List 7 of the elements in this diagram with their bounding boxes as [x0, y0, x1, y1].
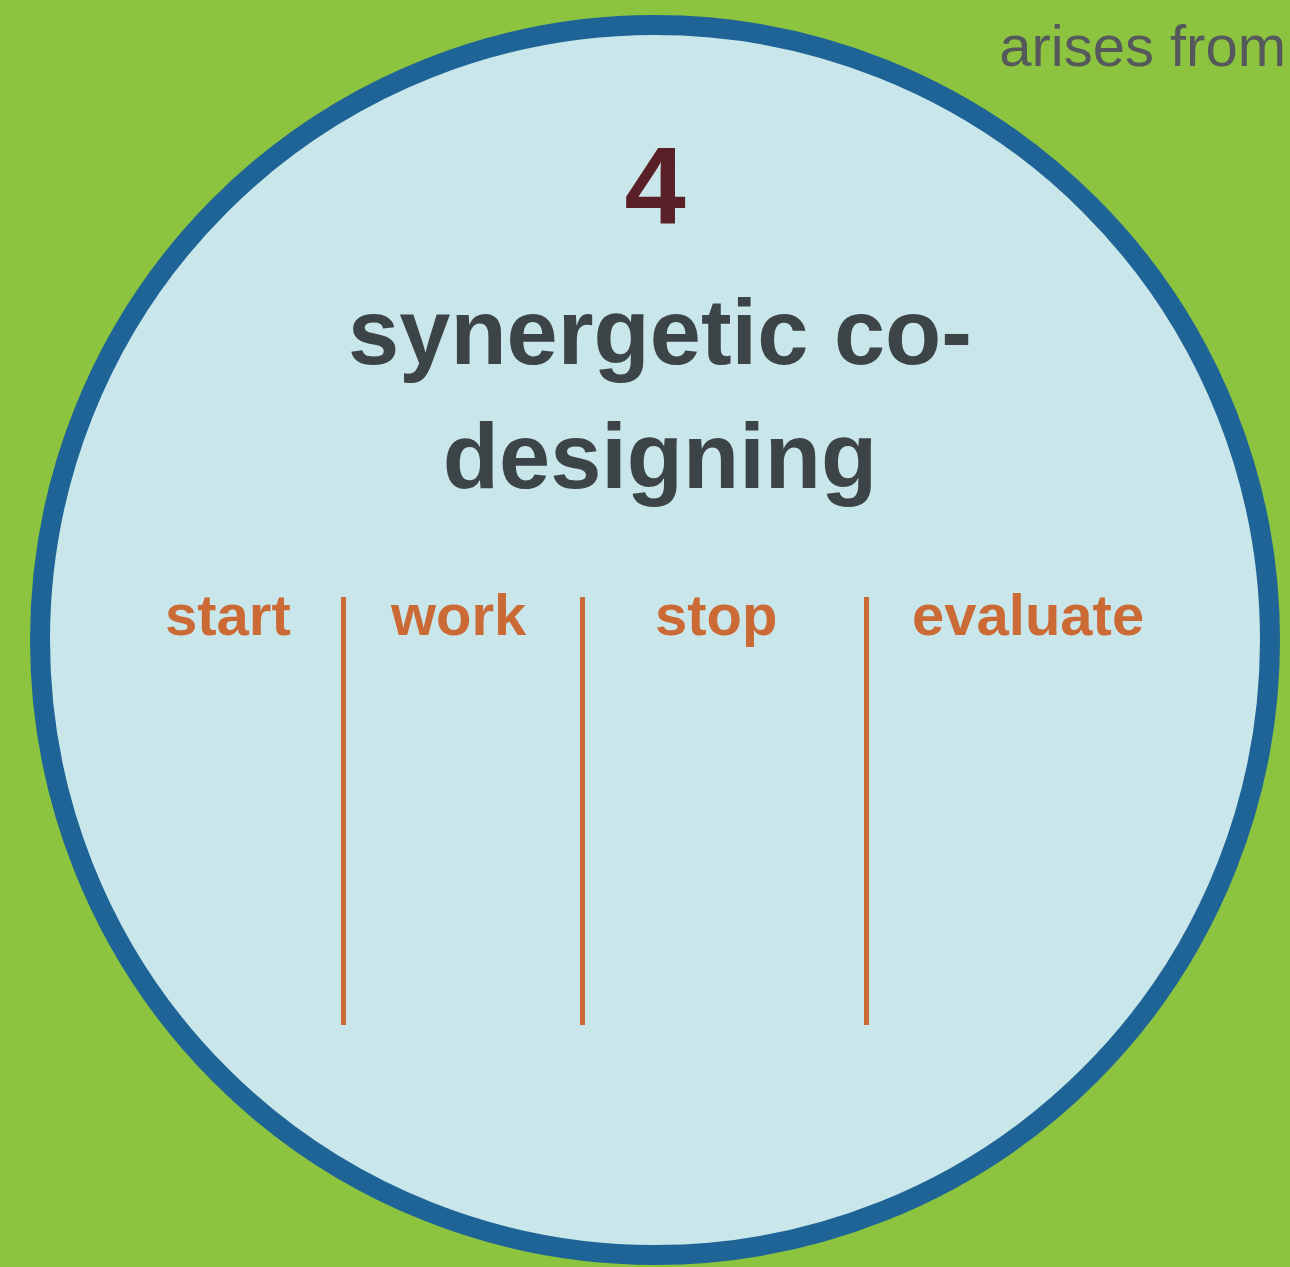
- column-heading: evaluate: [912, 581, 1145, 649]
- node-title: synergetic co-designing: [347, 280, 973, 509]
- column-heading: stop: [655, 581, 778, 649]
- column-heading: work: [391, 581, 527, 649]
- caption-text: arises from: [999, 12, 1286, 80]
- column-heading: start: [165, 581, 291, 649]
- step-number: 4: [623, 122, 687, 248]
